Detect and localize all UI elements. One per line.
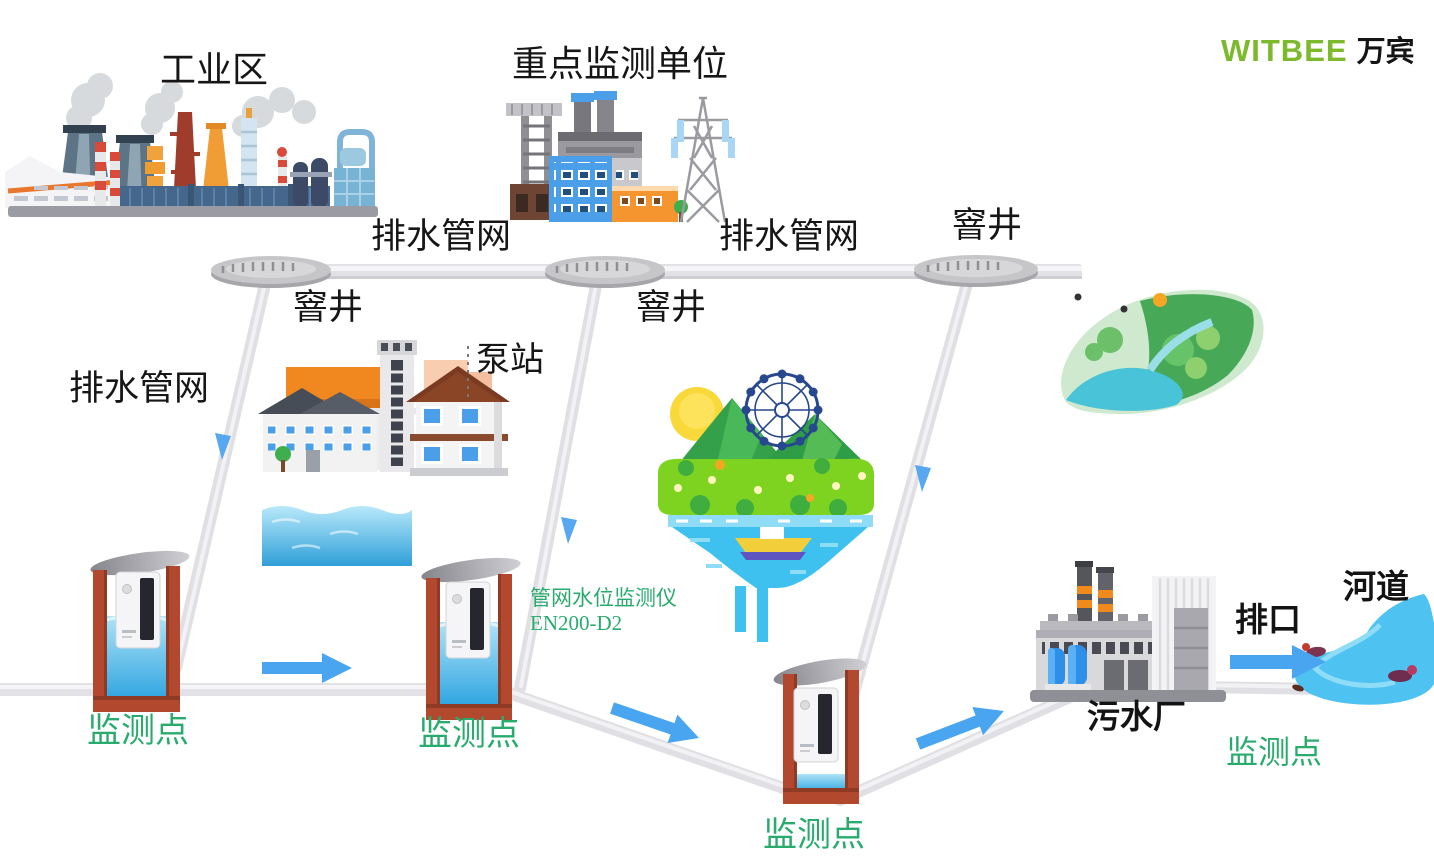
pump-station-illustration bbox=[258, 340, 510, 566]
device-name-label: 管网水位监测仪 bbox=[530, 586, 677, 610]
duck-2 bbox=[1388, 665, 1417, 682]
pump-station-water bbox=[262, 506, 412, 566]
flow-markers bbox=[215, 433, 931, 544]
river-label: 河道 bbox=[1343, 568, 1409, 605]
manhole-label-1: 窨井 bbox=[293, 288, 364, 327]
flow-arrow-outlet bbox=[1230, 645, 1326, 679]
river-illustration bbox=[1292, 594, 1434, 705]
branch-pipes bbox=[170, 274, 974, 706]
flow-marker-2 bbox=[561, 517, 577, 544]
monitor-point-label-4: 监测点 bbox=[1226, 734, 1323, 770]
well-lid-2 bbox=[421, 557, 521, 583]
witbee-logo-brand: WITBEE bbox=[1221, 33, 1348, 68]
sewage-plant-label: 污水厂 bbox=[1087, 698, 1186, 735]
industrial-zone-label: 工业区 bbox=[160, 50, 269, 90]
monitor-point-label-2: 监测点 bbox=[418, 716, 520, 753]
water-level-device-3 bbox=[793, 687, 839, 763]
manhole-cover-1 bbox=[211, 256, 331, 288]
water-level-device-2 bbox=[445, 581, 491, 659]
device-model-label: EN200-D2 bbox=[530, 611, 623, 635]
key-unit-illustration bbox=[506, 91, 735, 223]
water-level-device-1 bbox=[115, 571, 161, 649]
monitor-point-label-1: 监测点 bbox=[87, 713, 189, 750]
industrial-zone-illustration bbox=[5, 73, 378, 217]
drainage-pipe-label-2: 排水管网 bbox=[719, 217, 860, 256]
drainage-pipe-label-3: 排水管网 bbox=[69, 369, 210, 408]
flow-marker-1 bbox=[215, 433, 231, 460]
manhole-label-2: 窨井 bbox=[636, 288, 707, 327]
witbee-logo-cn: 万宾 bbox=[1356, 36, 1415, 68]
flow-arrow-3 bbox=[915, 707, 1004, 750]
monitoring-well-3 bbox=[773, 658, 867, 804]
drainage-pipe-label-1: 排水管网 bbox=[371, 217, 512, 256]
manhole-cover-3 bbox=[914, 255, 1038, 287]
well-water-3 bbox=[797, 774, 845, 792]
boat bbox=[735, 538, 812, 556]
monitoring-well-2 bbox=[421, 557, 521, 720]
sewage-plant-illustration bbox=[1030, 561, 1226, 702]
flow-arrows bbox=[262, 645, 1326, 750]
witbee-logo: WITBEE 万宾 bbox=[1221, 28, 1415, 70]
connector-pipes bbox=[494, 680, 1331, 806]
transmission-tower bbox=[674, 96, 732, 223]
flow-arrow-1 bbox=[262, 653, 352, 683]
outlet-label: 排口 bbox=[1235, 601, 1301, 638]
smoke-plumes bbox=[66, 73, 316, 137]
ferris-wheel bbox=[741, 369, 823, 451]
flow-arrow-2 bbox=[610, 702, 699, 744]
park-illustration bbox=[658, 369, 875, 642]
flow-marker-3 bbox=[915, 465, 931, 492]
monitor-point-label-3: 监测点 bbox=[763, 817, 865, 854]
manhole-label-3: 窨井 bbox=[952, 206, 1023, 245]
well-lid-1 bbox=[90, 550, 190, 576]
pump-station-label: 泵站 bbox=[476, 342, 544, 379]
monitoring-well-1 bbox=[90, 550, 190, 712]
manhole-cover-2 bbox=[545, 256, 665, 288]
key-monitoring-unit-label: 重点监测单位 bbox=[512, 44, 729, 84]
leaf-landscape-illustration bbox=[1061, 289, 1264, 414]
